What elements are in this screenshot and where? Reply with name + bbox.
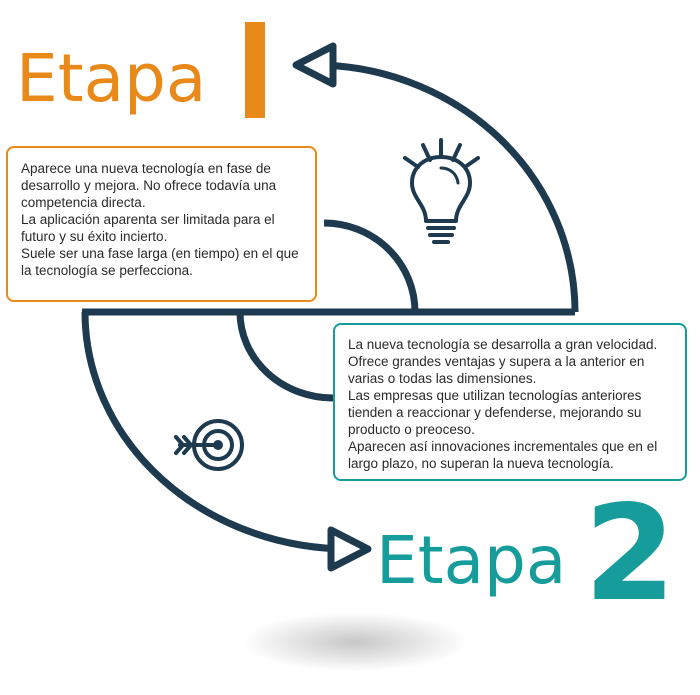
arrowhead-right bbox=[327, 526, 372, 572]
stage-1-title: Etapa bbox=[16, 40, 207, 117]
upper-inner-arc bbox=[323, 219, 419, 313]
roman-numeral-one-icon bbox=[245, 22, 265, 118]
floor-shadow bbox=[240, 612, 470, 672]
stage-2-paragraph: Las empresas que utilizan tecnologías an… bbox=[348, 388, 642, 437]
stage-2-title: Etapa bbox=[376, 522, 567, 599]
stage-1-paragraph: Aparece una nueva tecnología en fase de … bbox=[21, 161, 277, 210]
target-arrow-icon bbox=[174, 419, 244, 471]
stage-2-paragraph: Aparecen así innovaciones incrementales … bbox=[348, 439, 658, 471]
stage-1-paragraph: La aplicación aparenta ser limitada para… bbox=[21, 212, 275, 244]
stage-2-description-box: La nueva tecnología se desarrolla a gran… bbox=[333, 323, 687, 481]
upper-outer-arc bbox=[313, 61, 579, 313]
lower-inner-arc bbox=[236, 311, 334, 402]
lower-outer-arc bbox=[81, 311, 350, 553]
arrowhead-left bbox=[292, 42, 337, 88]
stage-1-paragraph: Suele ser una fase larga (en tiempo) en … bbox=[21, 246, 299, 278]
stage-1-description-box: Aparece una nueva tecnología en fase de … bbox=[6, 146, 317, 302]
stage-2-paragraph: La nueva tecnología se desarrolla a gran… bbox=[348, 337, 658, 386]
lightbulb-icon bbox=[403, 138, 480, 244]
stage-2-number: 2 bbox=[584, 477, 676, 631]
